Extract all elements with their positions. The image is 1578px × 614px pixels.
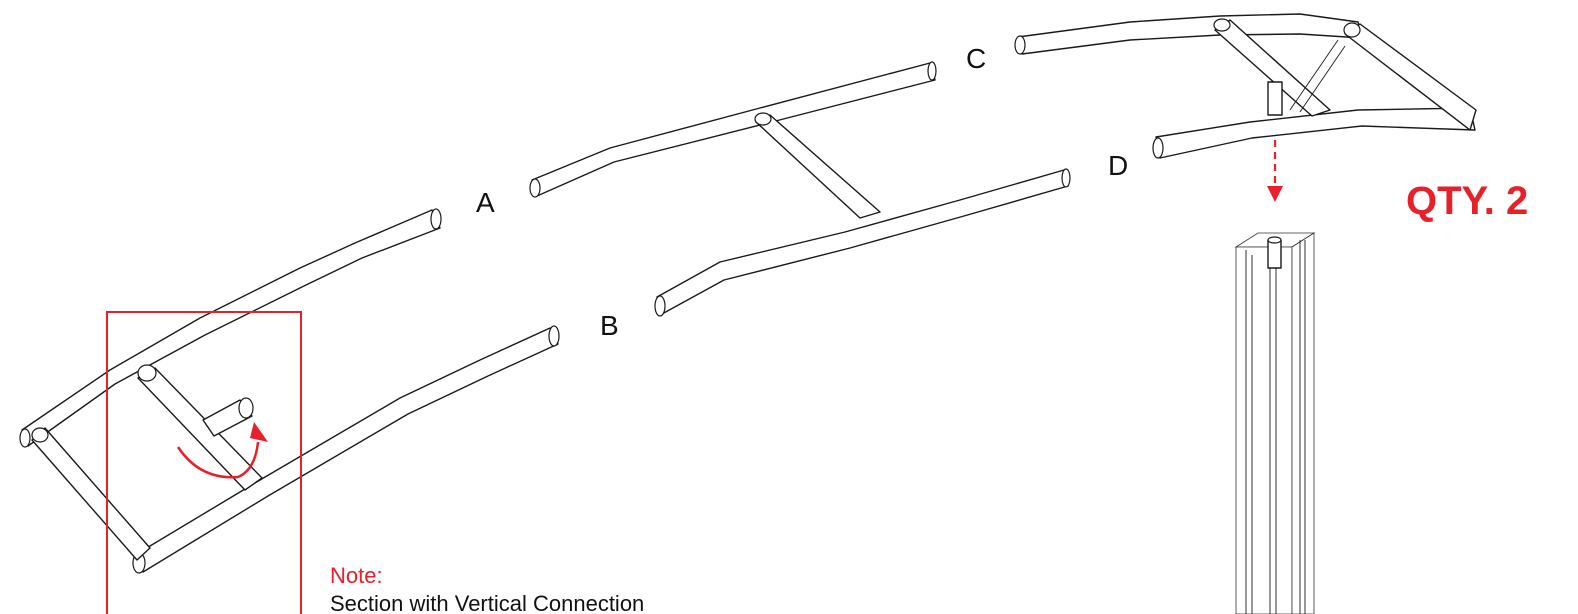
middle-upper-rail-start	[529, 178, 541, 198]
right-lower-rail-start	[1152, 137, 1164, 159]
left-middle-crossbar	[137, 367, 263, 491]
right-inner-crossbar	[1289, 39, 1346, 113]
right-upper-rail-start	[1014, 35, 1026, 55]
quantity-label: QTY. 2	[1406, 179, 1528, 223]
label-c: C	[966, 43, 986, 74]
middle-lower-rail	[656, 169, 1069, 315]
left-upper-rail-end	[430, 208, 442, 230]
vertical-connection-highlight	[106, 311, 302, 614]
rotation-arrowhead	[250, 422, 268, 442]
support-post	[1234, 232, 1316, 614]
middle-crossbar-cap	[754, 112, 772, 126]
post-pin	[1267, 240, 1282, 269]
left-lower-rail-end	[548, 325, 560, 347]
rotation-arrow	[176, 441, 260, 479]
left-frame-section	[19, 208, 560, 574]
note-title: Note:	[330, 563, 383, 588]
right-end-diagonal-cap	[1343, 22, 1361, 38]
note-body: Section with Vertical Connection	[330, 591, 644, 614]
label-b: B	[600, 310, 619, 341]
middle-lower-rail-start	[654, 295, 666, 317]
post-side	[1291, 232, 1315, 614]
right-middle-crossbar-cap	[1213, 18, 1231, 32]
right-frame-section	[1014, 13, 1477, 202]
right-upper-rail	[1017, 13, 1363, 55]
right-lower-rail	[1155, 107, 1476, 159]
left-upper-rail-start	[19, 428, 31, 448]
middle-lower-rail-end	[1061, 168, 1071, 188]
left-vertical-connector-cap	[238, 397, 254, 419]
middle-crossbar	[755, 114, 881, 219]
middle-upper-rail	[531, 62, 936, 197]
right-vertical-connector	[1267, 81, 1283, 116]
middle-upper-rail-end	[927, 61, 937, 81]
post-pin-top	[1267, 236, 1282, 244]
middle-frame-section	[529, 61, 1071, 317]
left-lower-rail	[134, 327, 559, 573]
left-upper-rail	[21, 209, 441, 447]
left-end-crossbar	[31, 427, 151, 561]
label-a: A	[476, 187, 495, 218]
placement-arrowhead	[1267, 186, 1283, 202]
left-middle-crossbar-cap	[137, 364, 157, 382]
label-d: D	[1108, 150, 1128, 181]
post-front	[1235, 246, 1293, 614]
left-end-crossbar-cap	[31, 427, 49, 443]
